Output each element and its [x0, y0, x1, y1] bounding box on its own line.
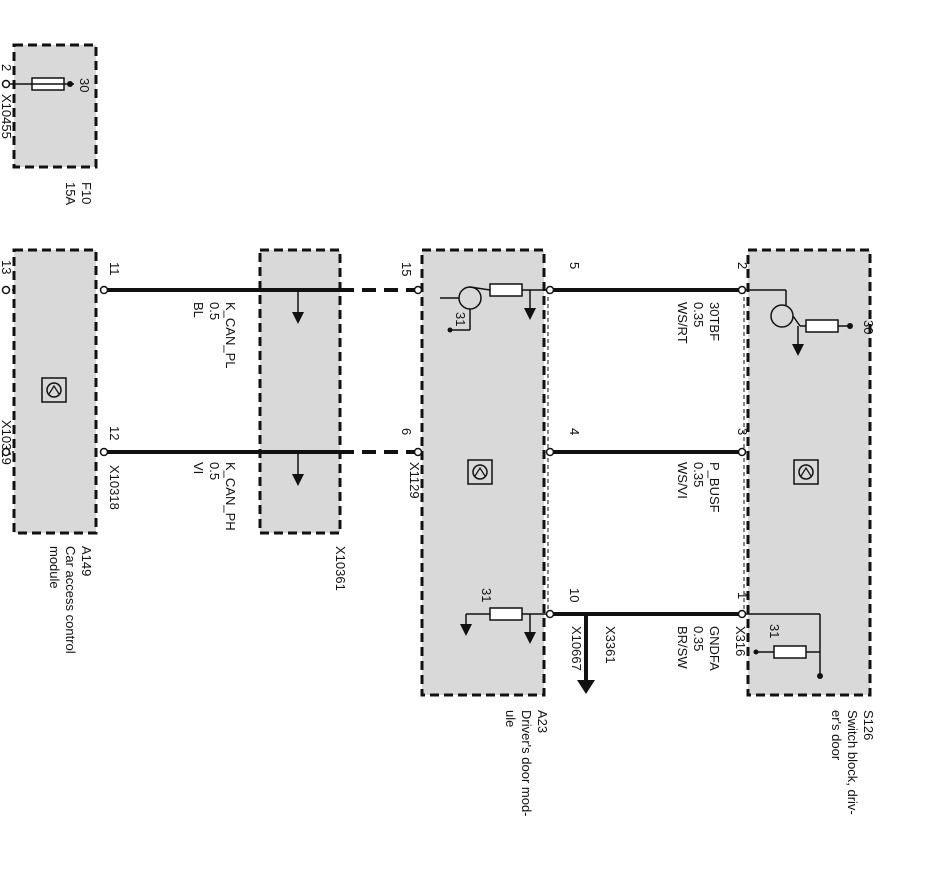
wire3-name: 30TBF: [707, 302, 722, 341]
fuse-rating: 15A: [63, 182, 78, 205]
ground-connector-id: X3361: [603, 626, 618, 664]
wire2-pin-left: 12: [107, 426, 122, 440]
x10361-id: X10361: [333, 546, 348, 591]
ecu-icon-a23: [467, 459, 493, 485]
a23-connector-right: X10667: [569, 626, 584, 671]
wire4-name: P_BUSF: [707, 462, 722, 513]
a149-connector: X10318: [107, 465, 122, 510]
s126-name-line2: er's door: [829, 710, 844, 761]
a23-ground-pin-top: 31: [453, 312, 468, 326]
a149-name-line2: module: [47, 546, 62, 589]
a149-top-pin: 13: [0, 260, 14, 274]
fuse-id: F10: [79, 182, 94, 204]
fuse-connector-pin: 2: [0, 64, 14, 71]
s126-pin-31: 31: [767, 624, 782, 638]
a149-name-line1: Car access control: [63, 546, 78, 654]
a23-ground-pin-bottom: 31: [479, 588, 494, 602]
wire4-pin-right: 3: [735, 428, 750, 435]
wire1-pin-left: 11: [107, 262, 122, 276]
fuse-connector-label: X10455: [0, 94, 14, 139]
wire1-gauge: 0.5: [207, 302, 222, 320]
wire2-gauge: 0.5: [207, 462, 222, 480]
wire3-pin-left: 5: [567, 262, 582, 269]
s126-name-line1: Switch block, driv-: [845, 710, 860, 815]
fuse-pin-30: 30: [77, 78, 92, 92]
wire5-name: GNDFA: [707, 626, 722, 671]
ecu-icon-a149: [41, 377, 67, 403]
wire1-pin-right: 15: [399, 262, 414, 276]
wire4-pin-left: 4: [567, 428, 582, 435]
wire4-color: WS/VI: [675, 462, 690, 499]
wire1-color: BL: [191, 302, 206, 318]
connector-box-x10361: [258, 248, 342, 535]
wire-gndfa: [552, 612, 742, 694]
wire3-gauge: 0.35: [691, 302, 706, 327]
connector-rings: [1, 79, 747, 619]
wire4-gauge: 0.35: [691, 462, 706, 487]
a149-bottom-connector: X10319: [0, 420, 14, 465]
s126-connector: X316: [733, 626, 748, 656]
a23-transistor: [440, 283, 550, 333]
a149-id: A149: [79, 546, 94, 576]
a23-id: A23: [535, 710, 550, 733]
wire2-name: K_CAN_PH: [223, 462, 238, 531]
wire2-color: VI: [191, 462, 206, 474]
s126-id: S126: [861, 710, 876, 740]
ecu-icon-s126: [793, 459, 819, 485]
wire2-pin-right: 6: [399, 428, 414, 435]
wire3-color: WS/RT: [675, 302, 690, 344]
wire5-pin-left: 10: [567, 588, 582, 602]
wire5-gauge: 0.35: [691, 626, 706, 651]
wire3-pin-right: 2: [735, 262, 750, 269]
a23-name-line2: ule: [503, 710, 518, 727]
wire5-pin-right: 1: [735, 592, 750, 599]
a23-ground-resistor: [460, 607, 550, 644]
s126-transistor: [744, 289, 853, 356]
fuse-box-f10: [12, 43, 98, 169]
wire5-color: BR/SW: [675, 626, 690, 669]
fuse-symbol: [4, 77, 74, 91]
a23-connector-left: X1129: [407, 462, 422, 499]
a23-name-line1: Driver's door mod-: [519, 710, 534, 817]
s126-pin-30: 30: [861, 320, 876, 334]
wire1-name: K_CAN_PL: [223, 302, 238, 368]
s126-ground-resistor: [744, 613, 823, 679]
